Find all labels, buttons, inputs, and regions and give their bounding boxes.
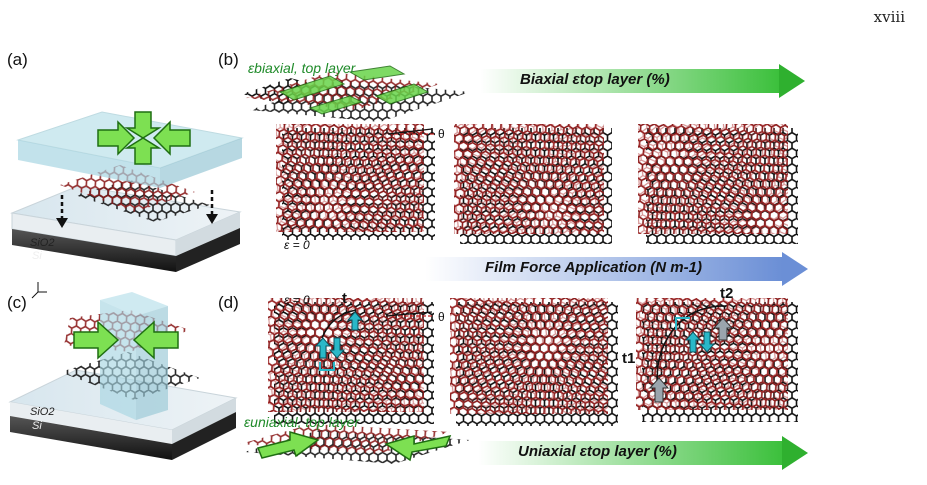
panel-label-d: (d) [218, 293, 239, 312]
panel-d-t-label: t [342, 290, 347, 307]
film-force-banner: Film Force Application (N m-1) [425, 252, 808, 286]
panel-c-device [8, 292, 238, 460]
biaxial-banner-text: Biaxial εtop layer (%) [520, 71, 670, 88]
panel-d-eps-zero: ε = 0 [284, 293, 310, 307]
substrate-oxide-label-c: SiO2 [30, 406, 55, 418]
uniaxial-strain-label: εuniaxial, top layer [244, 414, 360, 430]
film-force-banner-text: Film Force Application (N m-1) [485, 259, 702, 276]
substrate-si-label-a: Si [32, 250, 42, 262]
panel-d-strained-bilayer [240, 424, 470, 464]
axis-icon [31, 282, 47, 299]
uniaxial-banner-text: Uniaxial εtop layer (%) [518, 443, 677, 460]
panel-d-lattice-1 [268, 298, 434, 424]
page-number: xviii [873, 8, 905, 26]
panel-b-theta: θ [438, 127, 445, 141]
panel-d-theta: θ [438, 310, 445, 324]
panel-d-lattice-3 [636, 298, 798, 422]
biaxial-strain-label: εbiaxial, top layer [248, 60, 356, 76]
substrate-oxide-label-a: SiO2 [30, 237, 55, 249]
panel-b-eps-zero: ε = 0 [284, 238, 310, 252]
panel-a-device [10, 111, 244, 272]
substrate-si-label-c: Si [32, 420, 42, 432]
biaxial-banner: Biaxial εtop layer (%) [480, 64, 805, 98]
panel-d-t1-label: t1 [622, 350, 636, 367]
panel-b-strained-bilayer [242, 65, 470, 122]
panel-label-a: (a) [7, 50, 28, 69]
panel-b-lattice-1 [276, 124, 435, 240]
panel-label-c: (c) [7, 293, 27, 312]
uniaxial-banner: Uniaxial εtop layer (%) [478, 436, 808, 470]
panel-d-t2-label: t2 [720, 285, 734, 302]
panel-b-lattice-2 [454, 124, 612, 244]
panel-d-lattice-2 [450, 298, 618, 426]
panel-label-b: (b) [218, 50, 239, 69]
panel-b-lattice-3 [638, 124, 798, 244]
